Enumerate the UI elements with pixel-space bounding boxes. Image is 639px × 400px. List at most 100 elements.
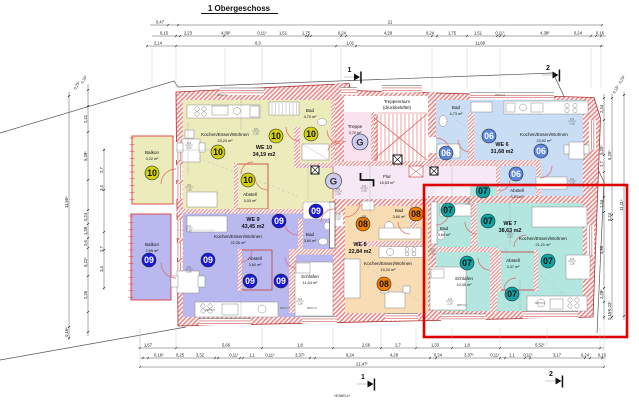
svg-text:0,16⁵: 0,16⁵ [154, 353, 164, 358]
svg-text:23,92 m²: 23,92 m² [537, 139, 553, 143]
svg-text:3,17: 3,17 [553, 353, 562, 358]
svg-text:0,11⁵: 0,11⁵ [257, 31, 267, 36]
svg-text:1,51: 1,51 [279, 31, 288, 36]
svg-text:09: 09 [274, 216, 284, 226]
svg-text:3,60 m²: 3,60 m² [249, 263, 263, 267]
svg-text:0,9: 0,9 [187, 183, 191, 187]
svg-text:16,53 m²: 16,53 m² [380, 181, 396, 185]
svg-text:23,24 m²: 23,24 m² [218, 139, 234, 143]
svg-text:11,69: 11,69 [475, 41, 486, 46]
svg-text:08: 08 [379, 279, 389, 289]
svg-text:1,67: 1,67 [144, 343, 153, 348]
svg-text:Schlafen: Schlafen [455, 276, 473, 281]
svg-text:Bad: Bad [395, 208, 404, 213]
svg-text:BRH 0,9: BRH 0,9 [535, 302, 545, 305]
svg-text:2,26: 2,26 [297, 302, 303, 306]
svg-text:0,24: 0,24 [346, 353, 355, 358]
svg-text:07: 07 [507, 289, 517, 299]
svg-text:2,95 m²: 2,95 m² [146, 249, 160, 253]
svg-text:21,47⁵: 21,47⁵ [356, 362, 368, 367]
svg-text:0,23⁵: 0,23⁵ [618, 74, 626, 84]
svg-text:1,01: 1,01 [346, 41, 355, 46]
svg-text:Flur: Flur [383, 174, 391, 179]
svg-text:BRH 0,9: BRH 0,9 [495, 94, 505, 97]
svg-text:4,38⁵: 4,38⁵ [540, 31, 550, 36]
svg-text:Bad: Bad [440, 226, 449, 231]
svg-text:1,8: 1,8 [297, 343, 303, 348]
svg-text:(druckbelüftet): (druckbelüftet) [383, 105, 412, 110]
svg-text:0,24: 0,24 [607, 212, 612, 221]
svg-text:Treppe: Treppe [348, 124, 363, 129]
svg-text:1,8: 1,8 [464, 343, 470, 348]
svg-text:0,9: 0,9 [362, 184, 366, 188]
svg-text:0,11⁵: 0,11⁵ [495, 31, 505, 36]
svg-text:06: 06 [484, 131, 494, 141]
svg-text:0,11⁵: 0,11⁵ [490, 353, 500, 358]
svg-text:2,26: 2,26 [447, 302, 453, 306]
svg-text:2,26: 2,26 [186, 146, 192, 150]
svg-text:06: 06 [536, 146, 546, 156]
svg-text:1,75: 1,75 [448, 31, 457, 36]
svg-text:10: 10 [243, 175, 253, 185]
svg-text:3,37⁵: 3,37⁵ [295, 353, 305, 358]
svg-text:3,22 m²: 3,22 m² [146, 157, 160, 161]
svg-text:43,45 m2: 43,45 m2 [242, 224, 265, 230]
svg-text:3,03 m²: 3,03 m² [511, 195, 525, 199]
svg-text:19,24 m²: 19,24 m² [381, 268, 397, 272]
svg-text:07: 07 [443, 205, 453, 215]
svg-text:2,26: 2,26 [335, 192, 341, 196]
svg-text:Kochen/Essen/Wohnen: Kochen/Essen/Wohnen [520, 132, 568, 137]
svg-text:09: 09 [203, 255, 213, 265]
svg-text:07: 07 [478, 186, 488, 196]
svg-text:07: 07 [543, 256, 553, 266]
svg-text:«ENlEU»: «ENlEU» [334, 393, 351, 398]
svg-text:11,04 m²: 11,04 m² [303, 281, 318, 285]
svg-text:0,9: 0,9 [448, 297, 452, 301]
svg-text:06: 06 [511, 169, 521, 179]
svg-text:8,3: 8,3 [255, 41, 261, 46]
svg-text:BRH 0,9: BRH 0,9 [307, 307, 317, 310]
svg-text:0,25: 0,25 [176, 353, 185, 358]
svg-text:0,9: 0,9 [362, 214, 366, 218]
svg-text:34,19 m2: 34,19 m2 [253, 152, 276, 158]
svg-text:Balkon: Balkon [145, 242, 159, 247]
svg-text:10,45 m²: 10,45 m² [457, 283, 473, 287]
svg-text:2,26: 2,26 [361, 189, 367, 193]
svg-text:0,9: 0,9 [430, 247, 434, 251]
svg-text:0,24: 0,24 [338, 31, 347, 36]
svg-text:Abstell: Abstell [248, 256, 262, 261]
svg-text:4,28: 4,28 [390, 353, 399, 358]
svg-text:Kochen/Essen/Wohnen: Kochen/Essen/Wohnen [214, 234, 262, 239]
svg-text:3,4: 3,4 [99, 184, 104, 190]
svg-text:0,6: 0,6 [83, 239, 88, 245]
svg-text:2,41: 2,41 [83, 114, 88, 123]
svg-text:Kochen/Essen/Wohnen: Kochen/Essen/Wohnen [201, 132, 249, 137]
svg-text:Balkon: Balkon [145, 150, 159, 155]
svg-text:0,9: 0,9 [336, 187, 340, 191]
svg-text:BRH 0,9: BRH 0,9 [217, 94, 227, 97]
svg-text:10: 10 [306, 129, 316, 139]
svg-text:2,34: 2,34 [599, 104, 604, 113]
svg-text:G: G [356, 137, 363, 148]
svg-text:1,33: 1,33 [431, 343, 440, 348]
svg-text:3,60 m²: 3,60 m² [438, 233, 452, 237]
svg-text:07: 07 [483, 216, 493, 226]
svg-text:2,26: 2,26 [507, 235, 513, 239]
svg-text:2,26: 2,26 [361, 219, 367, 223]
svg-text:3,4: 3,4 [99, 265, 104, 271]
svg-text:0,9: 0,9 [570, 177, 574, 181]
svg-text:Treppenraum: Treppenraum [384, 99, 411, 104]
svg-text:0,24: 0,24 [83, 212, 88, 221]
svg-text:22,84 m2: 22,84 m2 [349, 249, 372, 255]
svg-text:Abstell: Abstell [243, 192, 257, 197]
svg-text:Kochen/Essen/Wohnen: Kochen/Essen/Wohnen [364, 261, 412, 266]
svg-text:BRH 0,9: BRH 0,9 [457, 304, 467, 307]
svg-text:3,70 m²: 3,70 m² [349, 131, 363, 135]
svg-text:2: 2 [549, 371, 553, 378]
svg-text:2,26: 2,26 [186, 188, 192, 192]
svg-text:5,52⁵: 5,52⁵ [535, 343, 545, 348]
svg-text:4,09⁵: 4,09⁵ [221, 31, 231, 36]
svg-text:2,7: 2,7 [99, 166, 104, 172]
svg-text:22,26 m²: 22,26 m² [231, 241, 247, 245]
svg-text:06: 06 [441, 148, 451, 158]
